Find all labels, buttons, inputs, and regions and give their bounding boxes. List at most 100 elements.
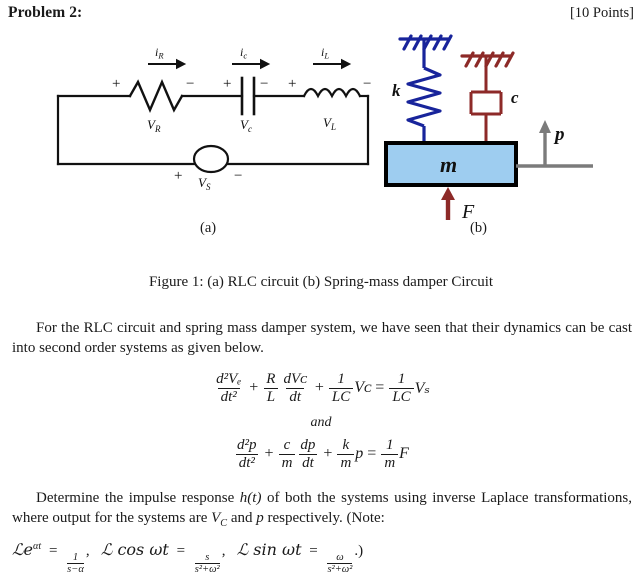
eq2-term1-num: d²p — [237, 437, 257, 453]
eq1-term1-den: dt² — [217, 387, 240, 406]
eq2-term5-num: 1 — [386, 437, 394, 453]
eq1-term2: R L — [263, 371, 279, 406]
figure-label: Figure 1: (a) RLC circuit (b) Spring-mas… — [148, 274, 494, 290]
eq2-plus-1: + — [264, 445, 274, 463]
mass-label: m — [440, 152, 457, 177]
laplace-sin-equals: = — [309, 543, 318, 559]
laplace-closing: .) — [354, 543, 364, 559]
question-text-part1: Determine the impulse response — [36, 490, 240, 506]
output-symbol-p: p — [256, 510, 264, 526]
current-label-ic: ic — [240, 45, 247, 61]
laplace-comma-1: , — [85, 543, 90, 559]
eq1-term3-den: dt — [286, 387, 304, 406]
polarity-minus-r: − — [186, 76, 194, 92]
eq2-term1-den: dt² — [235, 453, 258, 472]
laplace-sin-lhs: ℒ sin ωt — [236, 540, 302, 559]
eq2-term2-num: c — [283, 437, 291, 453]
eq1-term4-tail: Vᴄ — [354, 379, 372, 397]
question-text-part2: of both the systems using inverse Laplac… — [12, 490, 632, 526]
laplace-exp-power: αt — [33, 541, 42, 552]
eq1-term5-den: LC — [389, 387, 414, 406]
damper-element — [469, 56, 503, 144]
laplace-exp-frac: 1 s−α — [67, 552, 84, 575]
laplace-cos-lhs: ℒ cos ωt — [100, 540, 169, 559]
polarity-minus-l: − — [363, 76, 371, 92]
laplace-formula-exp: ℒeαt = 1 s−α , — [12, 540, 93, 575]
paragraph-intro: For the RLC circuit and spring mass damp… — [12, 318, 632, 358]
output-vc-sub: C — [220, 518, 228, 529]
eq1-term2-num: R — [266, 371, 276, 387]
eq1-term5: 1 LC — [389, 371, 414, 406]
spring-label-k: k — [392, 81, 401, 100]
laplace-cos-frac: s s²+ω² — [194, 551, 220, 575]
question-text-part4: respectively. (Note: — [263, 510, 385, 526]
eq1-term5-tail: Vₛ — [414, 380, 430, 398]
points-badge: [10 Points] — [569, 5, 634, 21]
current-label-il: iL — [321, 45, 329, 61]
laplace-formula-sin: ℒ sin ωt = ω s²+ω² .) — [236, 540, 364, 575]
paragraph-question: Determine the impulse response h(t) of b… — [12, 488, 632, 575]
eq2-term3: dp dt — [297, 437, 318, 472]
polarity-plus-vs: + — [174, 168, 182, 184]
voltage-label-vc: Vc — [240, 117, 252, 134]
force-label-f: F — [461, 201, 475, 223]
eq1-term4-den: LC — [328, 387, 354, 406]
laplace-cos-den: s²+ω² — [194, 563, 220, 575]
eq1-term3-num: dVᴄ — [283, 371, 307, 387]
page-header: Problem 2: [10 Points] — [8, 4, 634, 26]
laplace-cos-equals: = — [176, 543, 186, 559]
laplace-note-row: ℒeαt = 1 s−α , ℒ cos ωt = s s²+ω² , ℒ si… — [12, 537, 632, 575]
figure-area: iR ic iL + − + − + − + − VR Vc VL VS — [0, 26, 642, 248]
voltage-label-vl: VL — [323, 115, 336, 132]
laplace-exp-num: 1 — [72, 551, 79, 563]
laplace-formula-cos: ℒ cos ωt = s s²+ω² , — [100, 540, 229, 575]
voltage-source-symbol — [192, 144, 230, 174]
eq1-equals: = — [375, 379, 385, 397]
laplace-sin-den: s²+ω² — [327, 563, 353, 575]
output-symbol-vc: VC — [211, 510, 228, 529]
eq2-term2-den: m — [278, 453, 296, 472]
damper-label-c: c — [511, 88, 519, 107]
eq1-term2-den: L — [263, 387, 279, 406]
eq2-term3-num: dp — [300, 437, 316, 453]
figure-caption-b: (b) — [470, 220, 487, 236]
and-separator: and — [310, 415, 332, 430]
problem-title: Problem 2: — [8, 4, 83, 21]
laplace-exp-den: s−α — [67, 563, 84, 575]
force-arrow-f — [441, 187, 455, 220]
laplace-exp-equals: = — [48, 543, 58, 559]
polarity-minus-vs: − — [234, 168, 242, 184]
eq1-term4-num: 1 — [337, 371, 345, 387]
eq2-term4-tail: p — [355, 445, 364, 463]
displacement-arrow-p — [539, 120, 551, 166]
laplace-exp-lhs: ℒe — [12, 540, 33, 559]
eq2-term5-den: m — [381, 453, 399, 472]
eq1-term3: dVᴄ dt — [280, 371, 309, 406]
voltage-label-vs: VS — [198, 175, 211, 192]
displacement-label-p: p — [553, 124, 565, 145]
eq1-term4: 1 LC — [328, 371, 354, 406]
spring-mass-damper-diagram: m k c p F — [384, 34, 593, 223]
eq2-plus-2: + — [323, 445, 333, 463]
eq1-term5-num: 1 — [397, 371, 406, 387]
impulse-response-symbol: h(t) — [239, 490, 262, 506]
equation-rlc: d²Vₑ dt² + R L dVᴄ dt + 1 LC Vᴄ = 1 LC V… — [0, 370, 642, 406]
figure-caption-a: (a) — [200, 220, 217, 236]
eq2-term2: c m — [278, 437, 296, 472]
polarity-plus-c: + — [223, 76, 231, 92]
equation-rlc-row: d²Vₑ dt² + R L dVᴄ dt + 1 LC Vᴄ = 1 LC V… — [212, 371, 430, 406]
eq2-term5-tail: F — [399, 445, 409, 463]
voltage-label-vr: VR — [147, 117, 161, 134]
equation-mass-spring: d²p dt² + c m dp dt + k m p = 1 m F — [0, 436, 642, 472]
eq2-equals: = — [367, 445, 377, 463]
laplace-comma-2: , — [221, 543, 226, 559]
output-vc-base: V — [211, 510, 221, 526]
laplace-cos-num: s — [205, 551, 210, 563]
polarity-plus-r: + — [112, 76, 120, 92]
eq2-term4: k m — [337, 437, 355, 472]
polarity-plus-l: + — [288, 76, 296, 92]
eq2-term4-den: m — [337, 453, 355, 472]
current-label-ir: iR — [155, 45, 164, 61]
rlc-circuit-diagram: iR ic iL + − + − + − + − VR Vc VL VS — [56, 45, 371, 192]
mass-block — [384, 141, 518, 187]
